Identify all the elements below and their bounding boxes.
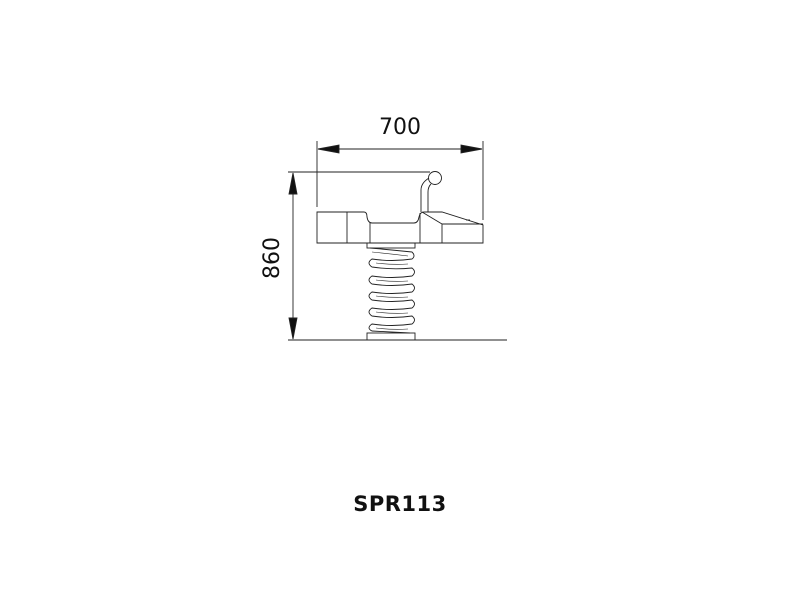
model-code: SPR113 <box>353 492 447 516</box>
spring <box>366 242 416 341</box>
width-label: 700 <box>379 115 421 140</box>
height-label: 860 <box>260 237 285 279</box>
width-dimension <box>316 141 484 220</box>
height-dimension <box>288 171 507 341</box>
handle <box>420 171 442 212</box>
seat <box>316 211 484 244</box>
